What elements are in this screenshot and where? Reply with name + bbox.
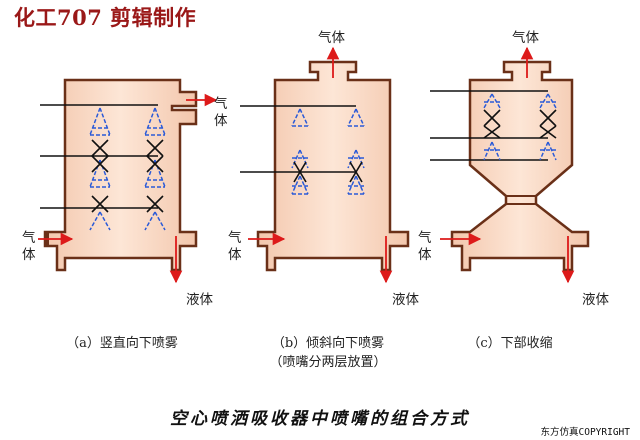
vessel-c-body xyxy=(450,60,590,272)
liquid-label-a: 液体 xyxy=(186,292,213,308)
vessel-b xyxy=(240,46,410,284)
gas-outlet-label-c: 气体 xyxy=(512,30,539,46)
vessel-b-body xyxy=(256,60,410,272)
caption-a: （a）竖直向下喷雾 xyxy=(66,336,178,351)
caption-b-line2: （喷嘴分两层放置） xyxy=(269,355,387,370)
liquid-label-c: 液体 xyxy=(582,292,609,308)
gas-inlet-label-b: 气体 xyxy=(228,230,242,263)
nozzle-bowties-c xyxy=(483,109,557,139)
caption-b-line1: （b）倾斜向下喷雾 xyxy=(271,336,385,351)
caption-c: （c）下部收缩 xyxy=(467,336,553,351)
vessel-a xyxy=(38,78,218,284)
gas-outlet-label-b: 气体 xyxy=(318,30,345,46)
diagram-title: 空心喷洒吸收器中喷嘴的组合方式 xyxy=(170,409,470,429)
nozzle-bowties-b xyxy=(293,161,363,183)
copyright-text: 东方仿真COPYRIGHT xyxy=(540,427,630,438)
vessel-c xyxy=(430,46,590,284)
gas-inlet-label-a: 气体 xyxy=(22,230,36,263)
vessel-a-body xyxy=(43,78,198,272)
liquid-label-b: 液体 xyxy=(392,292,419,308)
spray-pattern-c xyxy=(483,93,557,161)
spray-pattern-a xyxy=(89,107,166,231)
gas-inlet-label-c: 气体 xyxy=(418,230,432,263)
gas-outlet-label-a: 气体 xyxy=(214,96,228,129)
spray-pattern-b xyxy=(291,108,365,195)
nozzle-bowties-a xyxy=(91,139,164,213)
header-title: 化工707 剪辑制作 xyxy=(14,5,197,30)
